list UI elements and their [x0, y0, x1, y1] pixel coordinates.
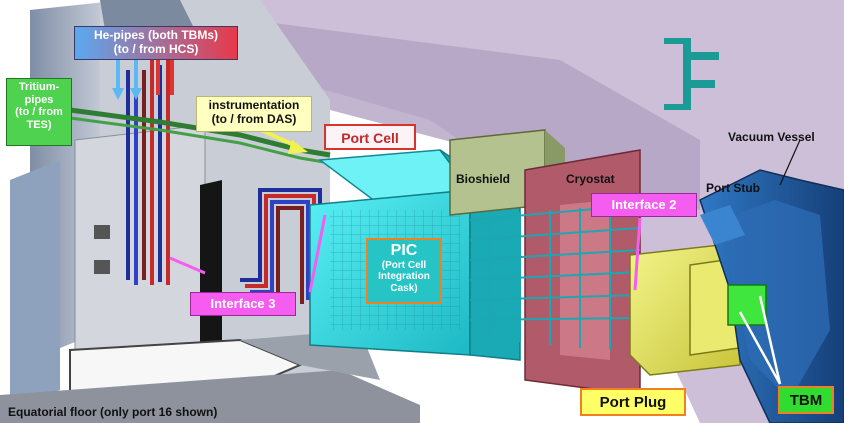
tritium-label-line2: pipes — [7, 94, 71, 107]
tritium-label-line1: Tritium- — [7, 81, 71, 94]
instrumentation-label: instrumentation (to / from DAS) — [196, 96, 312, 132]
he-pipes-label-line2: (to / from HCS) — [75, 43, 237, 57]
left-wall-panel — [10, 160, 60, 405]
pic-label-line3: Cask) — [368, 283, 440, 295]
port-plug-label: Port Plug — [580, 388, 686, 416]
cryostat-front — [560, 200, 610, 360]
inner-room-wall — [75, 125, 205, 370]
pic-label-line1: (Port Cell — [368, 260, 440, 272]
wall-opening-2 — [94, 260, 110, 274]
he-pipes-label: He-pipes (both TBMs) (to / from HCS) — [74, 26, 238, 60]
instrumentation-label-line2: (to / from DAS) — [197, 113, 311, 127]
tbm-label: TBM — [778, 386, 834, 414]
instrumentation-label-line1: instrumentation — [197, 99, 311, 113]
pic-label: PIC (Port Cell Integration Cask) — [366, 238, 442, 304]
port-cell-label: Port Cell — [324, 124, 416, 150]
tbm-module — [728, 285, 766, 325]
he-pipes-label-line1: He-pipes (both TBMs) — [75, 29, 237, 43]
wall-opening-1 — [94, 225, 110, 239]
floor-caption: Equatorial floor (only port 16 shown) — [8, 405, 217, 419]
tritium-label-line4: TES) — [7, 119, 71, 132]
bioshield-label: Bioshield — [456, 172, 510, 186]
tritium-label-line3: (to / from — [7, 106, 71, 119]
interface-2-label: Interface 2 — [591, 193, 697, 217]
pic-label-title: PIC — [368, 242, 440, 260]
vacuum-vessel-label: Vacuum Vessel — [728, 130, 815, 144]
interface-3-label: Interface 3 — [190, 292, 296, 316]
pic-label-line2: Integration — [368, 271, 440, 283]
tritium-pipes-label: Tritium- pipes (to / from TES) — [6, 78, 72, 146]
cryostat-label: Cryostat — [566, 172, 615, 186]
port-stub-label: Port Stub — [706, 181, 760, 195]
